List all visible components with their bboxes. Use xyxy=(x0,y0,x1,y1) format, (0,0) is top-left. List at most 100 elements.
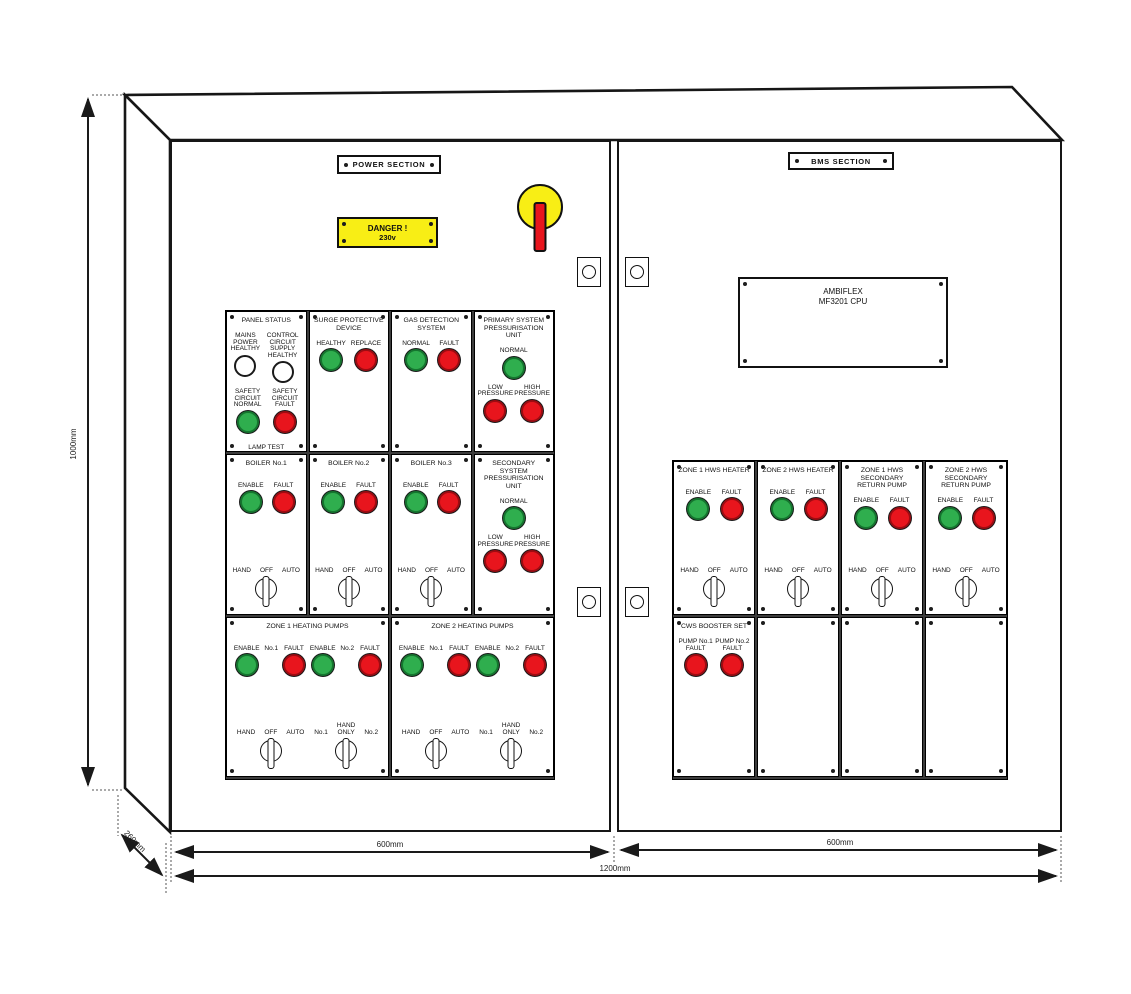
rotary-knob-icon[interactable] xyxy=(703,578,725,600)
red-indicator-lamp xyxy=(354,349,377,371)
selector-row: HAND OFF AUTO xyxy=(674,566,754,600)
screw-icon xyxy=(298,607,303,611)
lamp-label: No.2 xyxy=(340,644,355,652)
screw-icon xyxy=(929,769,933,773)
isolator-handle[interactable] xyxy=(533,202,547,252)
screw-icon xyxy=(999,607,1003,611)
screw-icon xyxy=(477,315,482,319)
red-indicator-lamp xyxy=(721,654,744,676)
depth-dimension-label: 260mm xyxy=(122,829,147,854)
red-indicator-lamp xyxy=(888,506,911,529)
door-latch[interactable] xyxy=(577,587,601,617)
screw-icon xyxy=(477,458,482,462)
door-latch[interactable] xyxy=(625,257,649,287)
door-latch[interactable] xyxy=(625,587,649,617)
power-section-plate: POWER SECTION xyxy=(337,155,441,174)
rotary-knob-icon[interactable] xyxy=(255,578,278,600)
cabinet-left-face xyxy=(123,91,172,836)
green-indicator-lamp xyxy=(320,349,343,371)
cpu-model-label: MF3201 CPU xyxy=(818,297,868,306)
danger-voltage-label: 230v xyxy=(379,232,396,242)
cpu-controller-plate: AMBIFLEX MF3201 CPU xyxy=(738,277,948,368)
screw-icon xyxy=(845,465,849,469)
rotary-knob-icon[interactable] xyxy=(500,740,523,762)
red-indicator-lamp xyxy=(359,654,382,676)
selector-position-label: AUTO xyxy=(729,566,748,574)
screw-icon xyxy=(230,607,234,611)
main-isolator-switch[interactable] xyxy=(517,184,563,252)
green-lamp-item: ENABLE xyxy=(399,639,425,676)
rotary-knob-icon[interactable] xyxy=(259,740,282,762)
red-indicator-lamp xyxy=(437,491,460,513)
rotary-knob-icon[interactable] xyxy=(787,578,809,600)
panel-title: ZONE 2 HWS HEATER xyxy=(762,467,834,474)
screw-icon xyxy=(999,465,1003,469)
screw-icon xyxy=(999,769,1003,773)
red-indicator-lamp xyxy=(438,349,461,371)
red-lamp-item: FAULT xyxy=(524,639,547,676)
cpu-brand-label: AMBIFLEX xyxy=(823,287,863,296)
rotary-knob-icon[interactable] xyxy=(420,578,443,600)
blank-panel xyxy=(757,617,839,777)
rotary-knob-icon[interactable] xyxy=(424,740,447,762)
screw-icon xyxy=(477,444,482,448)
lamp-label: ENABLE xyxy=(398,644,425,652)
selector-switch[interactable]: HAND OFF AUTO xyxy=(680,566,748,600)
lamp-label: FAULT xyxy=(273,481,294,489)
panel-title: ZONE 1 HEATING PUMPS xyxy=(266,623,349,630)
screw-icon xyxy=(761,769,765,773)
rotary-knob-icon[interactable] xyxy=(335,740,358,762)
selector-position-label: HAND xyxy=(680,566,699,574)
screw-icon xyxy=(298,458,303,462)
selector-position-label: AUTO xyxy=(446,566,465,574)
selector-position-label: No.1 xyxy=(479,728,493,736)
reference-label: No.1 xyxy=(264,639,278,654)
screw-icon xyxy=(429,222,433,226)
selector-position-label: OFF xyxy=(707,566,721,574)
green-lamp-item: NORMAL xyxy=(500,342,528,379)
door-latch[interactable] xyxy=(577,257,601,287)
rotary-knob-icon[interactable] xyxy=(337,578,360,600)
lamp-label: FAULT xyxy=(805,488,826,496)
lamp-label: ENABLE xyxy=(937,497,964,504)
screw-icon xyxy=(761,607,765,611)
screw-icon xyxy=(747,621,751,625)
screw-icon xyxy=(395,458,399,462)
red-indicator-lamp xyxy=(272,491,295,513)
red-lamp-item: REPLACE xyxy=(351,334,381,371)
latch-lock-icon xyxy=(582,595,596,609)
red-lamp-item: FAULT xyxy=(359,639,382,676)
red-indicator-lamp xyxy=(720,498,743,520)
red-indicator-lamp xyxy=(684,654,707,676)
rotary-knob-icon[interactable] xyxy=(955,578,977,600)
rotary-knob-icon[interactable] xyxy=(871,578,893,600)
